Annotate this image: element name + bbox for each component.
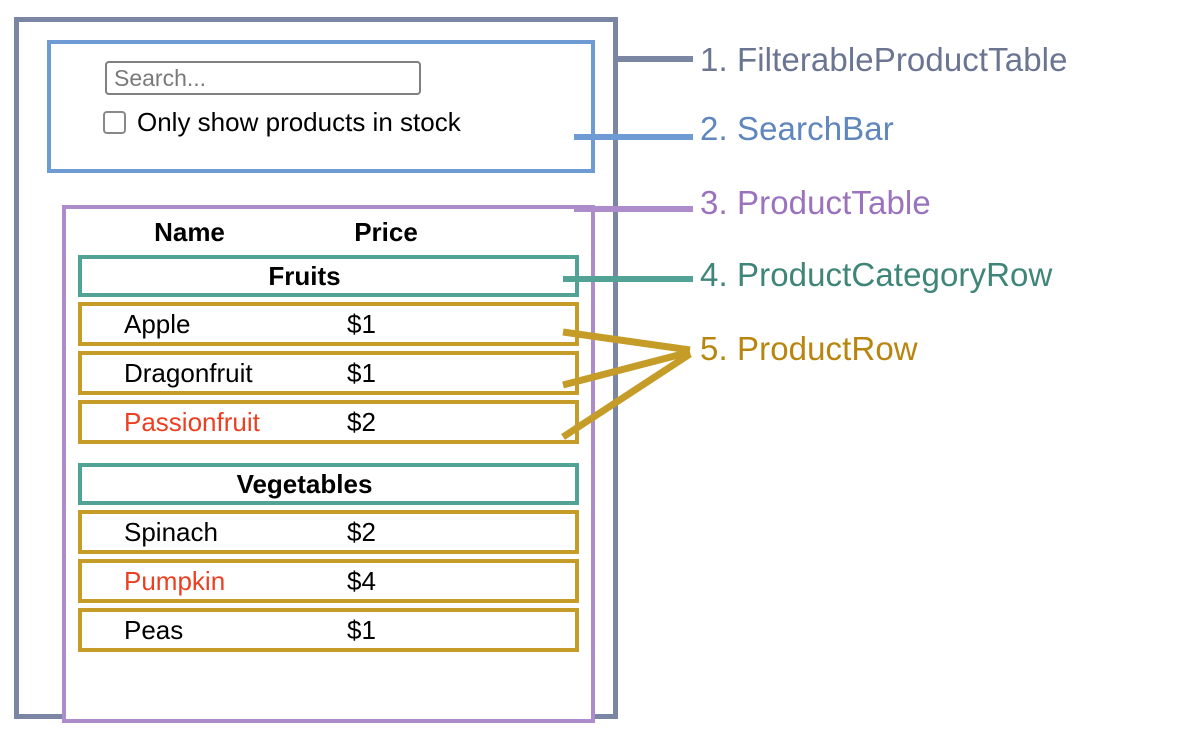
product-price: $1 — [347, 614, 376, 645]
product-row: Dragonfruit $1 — [78, 351, 579, 395]
product-table-container: Name Price Fruits Apple $1 Dragonfruit $… — [62, 205, 595, 723]
product-rows-area: Fruits Apple $1 Dragonfruit $1 Passionfr… — [66, 255, 591, 652]
column-header-name: Name — [154, 216, 225, 247]
filterable-product-table-container: Only show products in stock Name Price F… — [14, 17, 618, 723]
product-name: Apple — [124, 308, 191, 339]
product-name: Passionfruit — [124, 406, 260, 437]
product-price: $2 — [347, 406, 376, 437]
product-name: Dragonfruit — [124, 357, 253, 388]
category-gap — [78, 449, 579, 463]
product-table-header-row: Name Price — [66, 209, 591, 255]
product-price: $2 — [347, 516, 376, 547]
product-category-label: Fruits — [268, 260, 341, 291]
only-in-stock-checkbox[interactable] — [103, 110, 126, 134]
product-name: Pumpkin — [124, 565, 226, 596]
annotation-label-search-bar: 2. SearchBar — [700, 110, 894, 147]
in-stock-filter-row[interactable]: Only show products in stock — [103, 109, 591, 135]
column-header-price: Price — [354, 216, 418, 247]
product-price: $1 — [347, 357, 376, 388]
annotation-label-filterable-product-table: 1. FilterableProductTable — [700, 41, 1068, 78]
product-name: Peas — [124, 614, 184, 645]
product-row: Spinach $2 — [78, 510, 579, 554]
product-name: Spinach — [124, 516, 218, 547]
annotation-label-product-row: 5. ProductRow — [700, 330, 918, 367]
product-row: Apple $1 — [78, 302, 579, 346]
search-bar-container: Only show products in stock — [47, 40, 595, 173]
only-in-stock-label: Only show products in stock — [137, 107, 461, 137]
product-row: Peas $1 — [78, 608, 579, 652]
product-category-row: Vegetables — [78, 463, 579, 505]
annotation-label-product-category-row: 4. ProductCategoryRow — [700, 256, 1053, 293]
product-row: Passionfruit $2 — [78, 400, 579, 444]
product-category-row: Fruits — [78, 255, 579, 297]
search-input[interactable] — [105, 61, 421, 95]
product-price: $1 — [347, 308, 376, 339]
product-category-label: Vegetables — [236, 468, 373, 499]
product-price: $4 — [347, 565, 376, 596]
product-row: Pumpkin $4 — [78, 559, 579, 603]
annotation-label-product-table: 3. ProductTable — [700, 184, 931, 221]
